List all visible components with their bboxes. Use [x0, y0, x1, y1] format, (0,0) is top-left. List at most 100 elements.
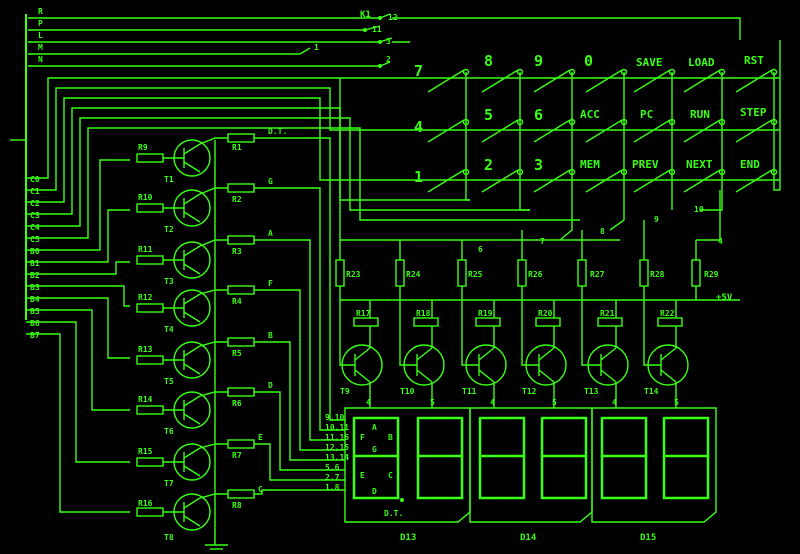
label-t5: T5: [164, 377, 174, 386]
key-9: 9: [534, 52, 543, 70]
relay-wires: [28, 13, 741, 68]
relay-pin-labels: R P L M N: [38, 7, 43, 64]
key-1: 1: [414, 168, 423, 186]
digit-transistor-labels: T9 T10 T11 T12 T13 T14: [340, 387, 659, 396]
label-t12: T12: [522, 387, 537, 396]
seg-d: D: [268, 381, 273, 390]
supply-label: +5V: [716, 293, 733, 303]
pin-4-b: 4: [490, 398, 495, 407]
label-r16: R16: [138, 499, 153, 508]
col-b7: B7: [30, 331, 40, 340]
col-c0: C0: [30, 175, 40, 184]
key-4: 4: [414, 118, 423, 136]
key-5: 5: [484, 106, 493, 124]
label-t2: T2: [164, 225, 174, 234]
relay-num-3: 3: [386, 37, 391, 46]
col-b6: B6: [30, 319, 40, 328]
transistor-t8: [136, 493, 211, 531]
segment-drivers: [136, 137, 228, 550]
label-r10: R10: [138, 193, 153, 202]
key-mem: MEM: [580, 158, 600, 171]
conn-10-11: 10,11: [325, 423, 349, 432]
col-b4: B4: [30, 295, 40, 304]
relay-pin-m: M: [38, 43, 43, 52]
col-b1: B1: [30, 259, 40, 268]
conn-9-10: 9,10: [325, 413, 344, 422]
col-b5: B5: [30, 307, 40, 316]
label-t7: T7: [164, 479, 174, 488]
dseg-b: B: [388, 433, 393, 442]
label-r29: R29: [704, 270, 719, 279]
label-r8: R8: [232, 501, 242, 510]
keypad: [410, 40, 781, 241]
label-t10: T10: [400, 387, 415, 396]
conn-2-7: 2,7: [325, 473, 340, 482]
label-r3: R3: [232, 247, 242, 256]
col-c3: C3: [30, 211, 40, 220]
pin-4-a: 4: [366, 398, 371, 407]
connector-pin-labels: 9,10 10,11 11,16 12,15 13,14 5,6 2,7 1,8: [325, 413, 349, 492]
conn-5-6: 5,6: [325, 463, 340, 472]
label-d15: D15: [640, 533, 656, 543]
key-8: 8: [484, 52, 493, 70]
label-r9: R9: [138, 143, 148, 152]
col-b2: B2: [30, 271, 40, 280]
relay-pin-p: P: [38, 19, 43, 28]
label-d14: D14: [520, 533, 537, 543]
label-t4: T4: [164, 325, 174, 334]
transistor-t1: [136, 139, 211, 177]
transistor-t13: [587, 344, 629, 386]
key-3: 3: [534, 156, 543, 174]
digit-drivers: [339, 300, 689, 408]
key-7: 7: [414, 62, 423, 80]
label-t3: T3: [164, 277, 174, 286]
top-resistors: [353, 317, 683, 327]
keypad-column-wires: [465, 40, 781, 241]
seg-c: C: [258, 485, 263, 494]
dseg-a: A: [372, 423, 377, 432]
relay-label: K1: [360, 10, 371, 20]
node-4: 4: [718, 237, 723, 246]
seg-g: G: [268, 177, 273, 186]
node-9: 9: [654, 215, 659, 224]
label-t13: T13: [584, 387, 599, 396]
dseg-e: E: [360, 471, 365, 480]
pull-resistor-labels: R23 R24 R25 R26 R27 R28 R29: [346, 270, 719, 279]
seg-b: B: [268, 331, 273, 340]
key-6: 6: [534, 106, 543, 124]
col-b3: B3: [30, 283, 40, 292]
label-t11: T11: [462, 387, 477, 396]
label-t1: T1: [164, 175, 174, 184]
key-save: SAVE: [636, 56, 663, 69]
dseg-c: C: [388, 471, 393, 480]
key-load: LOAD: [688, 56, 715, 69]
label-r14: R14: [138, 395, 153, 404]
col-c5: C5: [30, 235, 40, 244]
dseg-g: G: [372, 445, 377, 454]
node-10: 10: [694, 205, 704, 214]
base-resistor-labels: R9 R10 R11 R12 R13 R14 R15 R16: [138, 143, 153, 508]
segment-name-labels: D.T. G A F B D E C: [258, 127, 287, 494]
conn-13-14: 13,14: [325, 453, 349, 462]
label-r25: R25: [468, 270, 483, 279]
pin-labels: 4 5 4 5 4 5: [366, 398, 679, 407]
label-r6: R6: [232, 399, 242, 408]
conn-1-8: 1,8: [325, 483, 340, 492]
pin-5-c: 5: [674, 398, 679, 407]
label-r22: R22: [660, 309, 675, 318]
key-run: RUN: [690, 108, 710, 121]
label-r2: R2: [232, 195, 242, 204]
left-bus: [10, 14, 27, 320]
label-t9: T9: [340, 387, 350, 396]
dseg-f: F: [360, 433, 365, 442]
col-c2: C2: [30, 199, 40, 208]
label-r27: R27: [590, 270, 605, 279]
key-acc: ACC: [580, 108, 600, 121]
label-r5: R5: [232, 349, 242, 358]
relay-pin-l: L: [38, 31, 43, 40]
transistor-t7: [136, 443, 211, 481]
conn-11-16: 11,16: [325, 433, 349, 442]
node-7: 7: [540, 237, 545, 246]
key-step: STEP: [740, 106, 767, 119]
